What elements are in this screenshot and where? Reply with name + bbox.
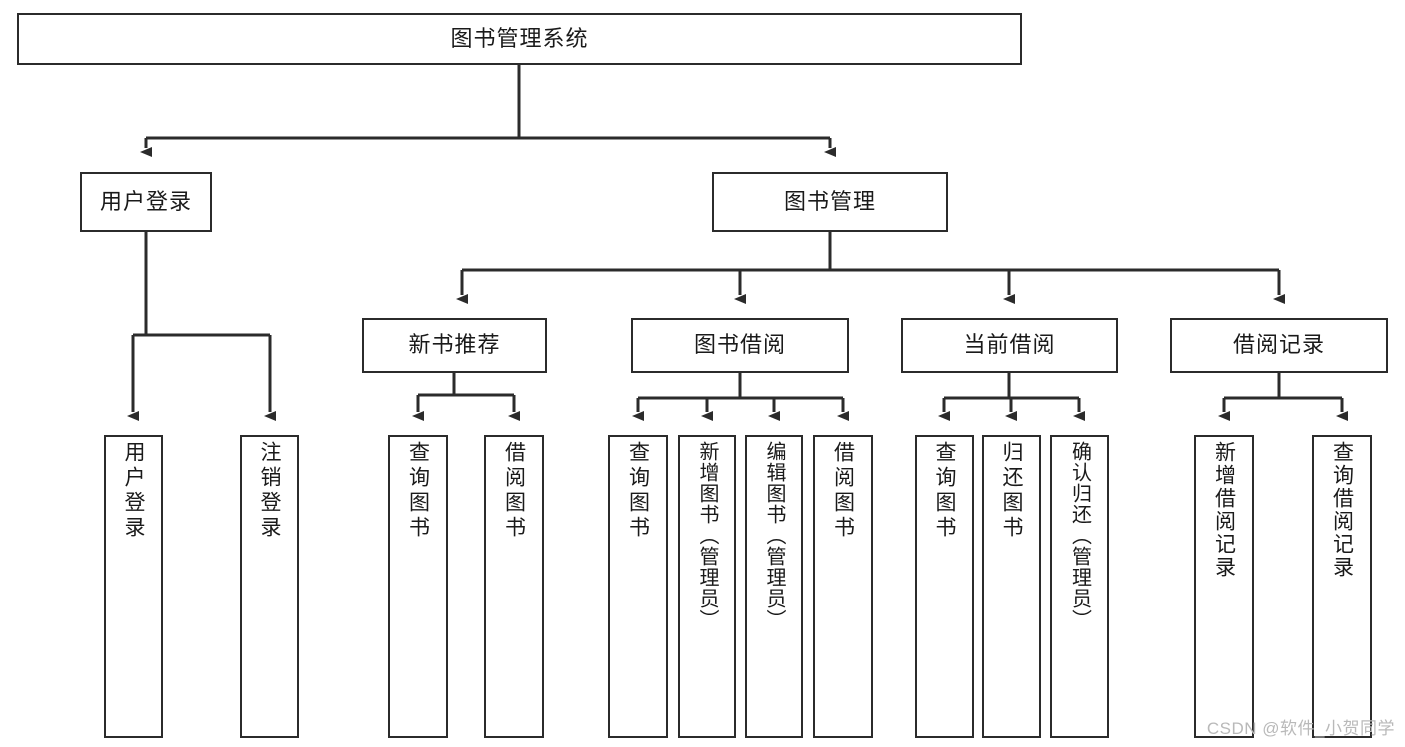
node-leaf-query-book-1[interactable]: 查询图书 [388,435,448,738]
node-leaf-user-login[interactable]: 用户登录 [104,435,163,738]
node-user-login-label: 用户登录 [99,188,192,214]
node-new-book-rec-label: 新书推荐 [408,332,501,358]
node-book-borrow[interactable]: 图书借阅 [631,318,849,373]
node-leaf-borrow-book-2-label: 借阅图书 [831,441,855,541]
node-leaf-add-record[interactable]: 新增借阅记录 [1194,435,1254,738]
node-leaf-query-record[interactable]: 查询借阅记录 [1312,435,1372,738]
node-leaf-query-book-2-label: 查询图书 [626,441,650,541]
node-leaf-query-book-1-label: 查询图书 [406,441,430,541]
node-leaf-user-logout[interactable]: 注销登录 [240,435,299,738]
node-borrow-record[interactable]: 借阅记录 [1170,318,1388,373]
node-leaf-query-book-3-label: 查询图书 [933,441,957,541]
node-leaf-edit-book[interactable]: 编辑图书（管理员） [745,435,803,738]
node-leaf-borrow-book-2[interactable]: 借阅图书 [813,435,873,738]
node-leaf-borrow-book-1-label: 借阅图书 [502,441,526,541]
node-leaf-user-logout-label: 注销登录 [258,441,282,541]
node-book-borrow-label: 图书借阅 [693,332,786,358]
node-leaf-add-book-label: 新增图书（管理员） [696,441,718,630]
node-book-manage-label: 图书管理 [783,188,876,214]
node-leaf-return-book[interactable]: 归还图书 [982,435,1041,738]
node-new-book-rec[interactable]: 新书推荐 [362,318,547,373]
node-leaf-confirm-return-label: 确认归还（管理员） [1068,441,1091,630]
node-leaf-borrow-book-1[interactable]: 借阅图书 [484,435,544,738]
node-leaf-query-book-2[interactable]: 查询图书 [608,435,668,738]
node-root-label: 图书管理系统 [450,25,589,51]
node-leaf-user-login-label: 用户登录 [122,441,146,541]
node-book-manage[interactable]: 图书管理 [712,172,948,232]
node-borrow-record-label: 借阅记录 [1232,332,1325,358]
node-user-login[interactable]: 用户登录 [80,172,212,232]
node-leaf-return-book-label: 归还图书 [1000,441,1024,541]
node-current-borrow[interactable]: 当前借阅 [901,318,1118,373]
node-leaf-edit-book-label: 编辑图书（管理员） [763,441,785,630]
node-leaf-add-book[interactable]: 新增图书（管理员） [678,435,736,738]
node-leaf-confirm-return[interactable]: 确认归还（管理员） [1050,435,1109,738]
node-leaf-query-record-label: 查询借阅记录 [1330,441,1354,579]
node-current-borrow-label: 当前借阅 [963,332,1056,358]
node-leaf-query-book-3[interactable]: 查询图书 [915,435,974,738]
watermark: CSDN @软件_小贺同学 [1206,719,1395,738]
node-leaf-add-record-label: 新增借阅记录 [1212,441,1236,579]
node-root[interactable]: 图书管理系统 [17,13,1022,65]
